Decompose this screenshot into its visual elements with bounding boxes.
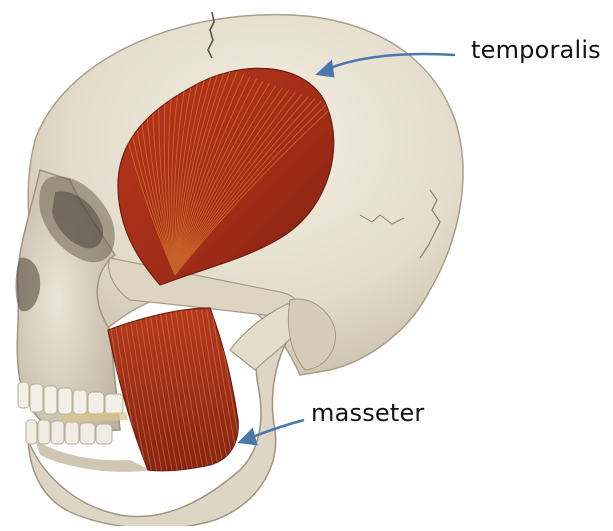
- masseter-muscle: [108, 308, 256, 472]
- temporalis-label: temporalis: [471, 36, 601, 64]
- masseter-label: masseter: [311, 399, 425, 427]
- lower-teeth: [26, 420, 112, 444]
